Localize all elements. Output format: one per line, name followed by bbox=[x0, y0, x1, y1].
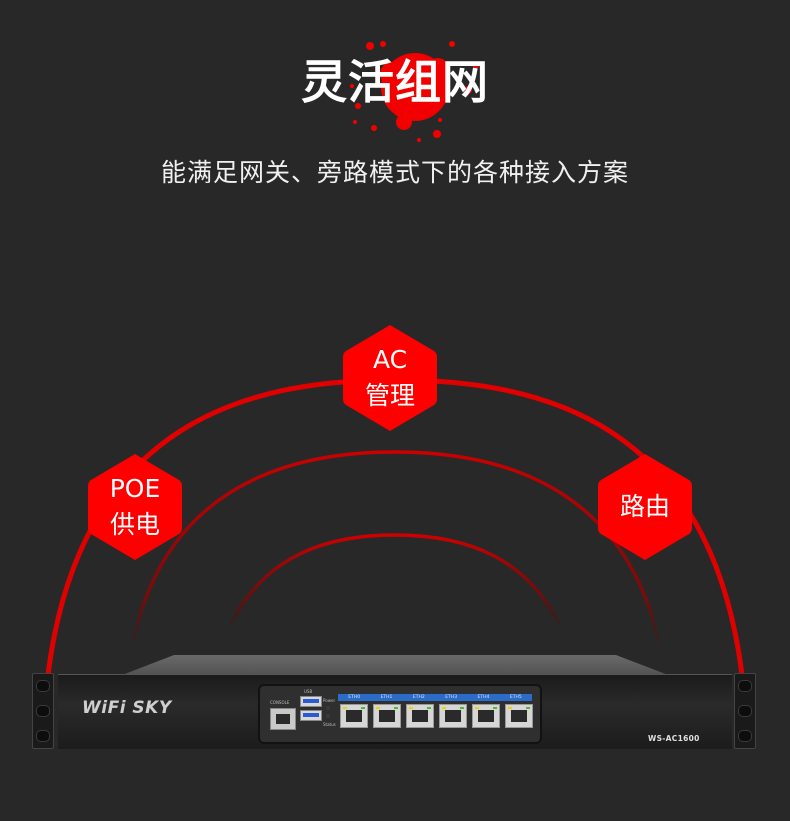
hexagon-badge-icon bbox=[598, 454, 692, 560]
ethernet-port-icon bbox=[406, 704, 434, 728]
mount-hole-icon bbox=[738, 680, 752, 693]
rack-ear-right bbox=[734, 673, 756, 749]
feature-line1: 路由 bbox=[619, 492, 670, 521]
usb-port-icon bbox=[300, 696, 322, 707]
power-label: Power bbox=[323, 698, 336, 703]
port-panel: CONSOLE USB Power Status ETH0 ETH1 ETH2 … bbox=[258, 684, 542, 744]
ethernet-port-icon bbox=[505, 704, 533, 728]
brand-logo: WiFi SKY bbox=[82, 698, 172, 718]
feature-routing: 路由 bbox=[595, 450, 695, 564]
mount-hole-icon bbox=[36, 704, 50, 717]
eth-label: ETH1 bbox=[380, 695, 393, 700]
status-label: Status bbox=[323, 722, 336, 727]
mount-hole-icon bbox=[738, 704, 752, 717]
hexagon-badge-icon bbox=[88, 454, 182, 560]
mount-hole-icon bbox=[36, 729, 50, 742]
eth-label-bar: ETH0 ETH1 ETH2 ETH3 ETH4 ETH5 bbox=[338, 694, 532, 701]
ethernet-port-icon bbox=[439, 704, 467, 728]
feature-line1: AC bbox=[372, 345, 408, 374]
feature-poe-power: POE 供电 bbox=[85, 450, 185, 564]
page-subtitle: 能满足网关、旁路模式下的各种接入方案 bbox=[160, 158, 629, 187]
hexagon-badge-icon bbox=[343, 325, 437, 431]
feature-line2: 供电 bbox=[109, 510, 160, 539]
usb-label: USB bbox=[304, 689, 313, 694]
eth-label: ETH2 bbox=[412, 695, 425, 700]
page-title: 灵活组网 bbox=[301, 55, 489, 109]
eth-label: ETH0 bbox=[348, 695, 361, 700]
feature-line2: 管理 bbox=[364, 381, 415, 410]
model-label: WS-AC1600 bbox=[648, 734, 700, 743]
mount-hole-icon bbox=[36, 680, 50, 693]
ethernet-port-icon bbox=[373, 704, 401, 728]
title-splash bbox=[0, 40, 790, 160]
status-led-icon bbox=[326, 714, 330, 718]
usb-port-icon bbox=[300, 710, 322, 721]
feature-ac-management: AC 管理 bbox=[340, 321, 440, 435]
rack-device: WiFi SKY WS-AC1600 CONSOLE USB Power Sta… bbox=[30, 640, 760, 750]
eth-label: ETH4 bbox=[477, 695, 490, 700]
mount-hole-icon bbox=[738, 729, 752, 742]
ink-splash-icon bbox=[350, 41, 479, 142]
eth-label: ETH5 bbox=[509, 695, 522, 700]
ethernet-port-icon bbox=[472, 704, 500, 728]
rack-ear-left bbox=[32, 673, 54, 749]
power-led-icon bbox=[326, 706, 330, 710]
eth-label: ETH3 bbox=[445, 695, 458, 700]
console-port-icon bbox=[270, 708, 296, 730]
console-label: CONSOLE bbox=[270, 700, 290, 705]
ethernet-port-icon bbox=[340, 704, 368, 728]
feature-line1: POE bbox=[109, 474, 161, 503]
